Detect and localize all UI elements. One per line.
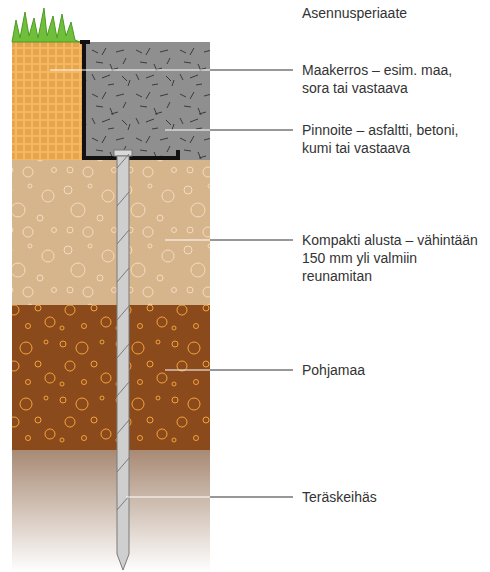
subsoil-layer: [12, 305, 210, 450]
spike-thread: [117, 420, 129, 434]
edge-profile: [80, 40, 180, 160]
steel-spike: [117, 156, 129, 570]
soil-layer: [12, 42, 82, 160]
title: Asennusperiaate: [302, 4, 482, 22]
spike-thread: [117, 154, 129, 168]
subsoil-fade: [12, 450, 210, 572]
spike-head: [114, 150, 132, 156]
callout-label: Pinnoite – asfaltti, betoni, kumi tai va…: [302, 121, 482, 157]
spike-thread: [117, 496, 129, 510]
spike-thread: [117, 192, 129, 206]
grass: [12, 8, 80, 42]
surface-layer: [82, 42, 210, 160]
spike-thread: [117, 382, 129, 396]
callout-label: Teräskeihäs: [302, 488, 482, 506]
spike-thread: [117, 344, 129, 358]
leader-lines: [210, 70, 293, 497]
callout-label: Pohjamaa: [302, 361, 482, 379]
base-layer: [12, 160, 210, 305]
callout-label: Maakerros – esim. maa, sora tai vastaava: [302, 61, 482, 97]
spike-thread: [117, 268, 129, 282]
spike-thread: [117, 230, 129, 244]
spike-thread: [117, 306, 129, 320]
spike-thread: [117, 458, 129, 472]
callout-label: Kompakti alusta – vähintään 150 mm yli v…: [302, 231, 482, 285]
